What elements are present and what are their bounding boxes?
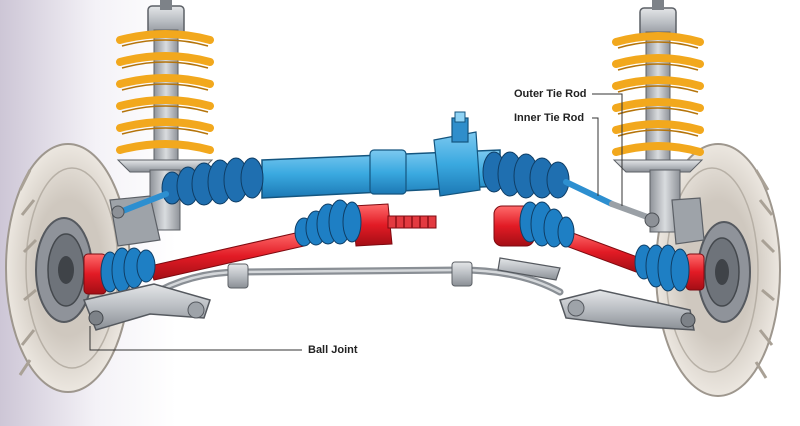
left-steering-boot: [161, 157, 264, 206]
right-steering-boot: [482, 151, 570, 199]
right-coil-spring: [612, 32, 704, 156]
left-coil-spring: [116, 30, 214, 154]
label-ball-joint: Ball Joint: [308, 344, 358, 356]
callout-line-ball-joint: [89, 326, 302, 351]
left-inner-cv-boot: [294, 199, 362, 247]
right-inner-cv-boot: [519, 201, 575, 248]
label-inner-tie-rod: Inner Tie Rod: [514, 112, 585, 124]
left-outer-cv-boot: [100, 247, 156, 293]
left-tie-rod: [111, 191, 169, 219]
right-lower-control-arm: [559, 289, 696, 331]
right-brake-hub: [697, 221, 751, 323]
sway-bar: [146, 261, 564, 300]
inner-tie-rod: [563, 179, 615, 207]
steering-rack: [261, 111, 501, 199]
left-brake-hub: [35, 217, 93, 323]
right-strut: [612, 0, 705, 245]
left-lower-control-arm: [82, 283, 211, 331]
callout-line-outer-tie-rod: [592, 93, 623, 206]
label-outer-tie-rod: Outer Tie Rod: [514, 88, 587, 100]
callout-lines: [89, 93, 623, 351]
outer-tie-rod: [609, 201, 660, 228]
right-outer-cv-boot: [634, 244, 690, 292]
right-upper-link: [497, 257, 561, 281]
callout-line-inner-tie-rod: [592, 117, 599, 196]
